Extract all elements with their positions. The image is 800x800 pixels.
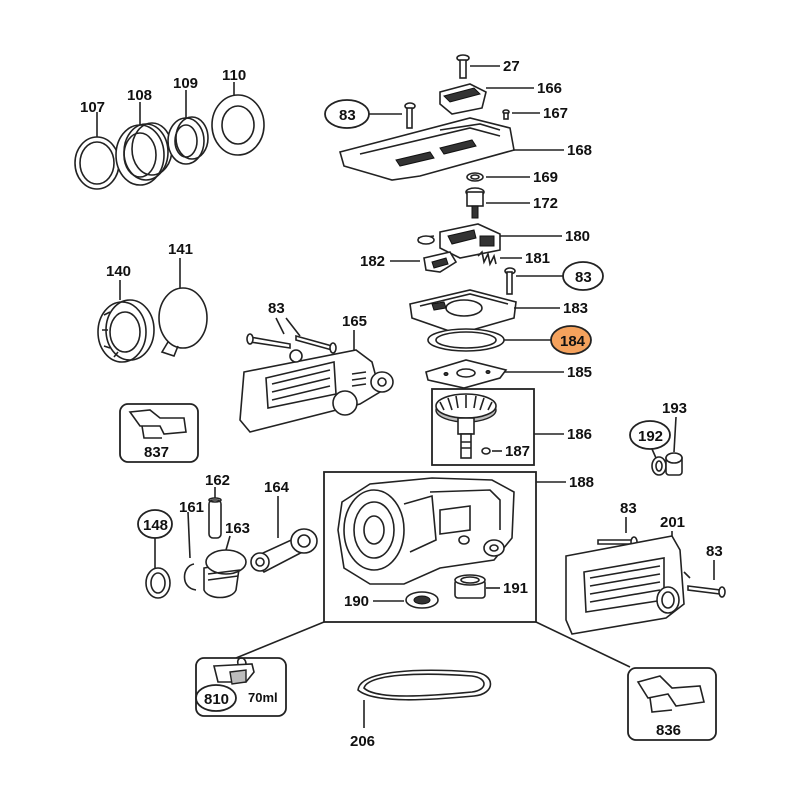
part-83-screw-top[interactable]: [404, 102, 416, 129]
label-190: 190: [344, 593, 369, 610]
part-201-side-cover[interactable]: [565, 535, 691, 635]
part-108-spring-pack[interactable]: [115, 122, 173, 186]
label-187: 187: [505, 443, 530, 460]
part-169-o-ring[interactable]: [466, 172, 484, 182]
part-190-seal[interactable]: [405, 591, 439, 609]
part-182-lever[interactable]: [423, 251, 458, 273]
callout-83-mid[interactable]: [562, 261, 604, 291]
label-169: 169: [533, 169, 558, 186]
label-188: 188: [569, 474, 594, 491]
part-162-piston-pin[interactable]: [208, 497, 222, 539]
part-181-spring[interactable]: [477, 250, 497, 267]
callout-184-highlighted[interactable]: [550, 325, 592, 355]
label-110: 110: [222, 67, 246, 84]
label-164: 164: [264, 479, 290, 496]
label-148: 148: [143, 517, 168, 534]
part-193-plug[interactable]: [665, 452, 683, 476]
part-167-small-screw[interactable]: [502, 109, 510, 120]
part-836-kit-box[interactable]: 836: [627, 667, 717, 741]
part-188-crankcase[interactable]: [337, 477, 515, 585]
label-193: 193: [662, 400, 687, 417]
label-181: 181: [525, 250, 550, 267]
label-83-right-lower: 83: [706, 543, 723, 560]
label-83-left: 83: [268, 300, 285, 317]
label-83-mid: 83: [575, 269, 592, 286]
label-810: 810: [204, 691, 229, 708]
label-206: 206: [350, 733, 375, 750]
part-148-seal[interactable]: [145, 567, 171, 599]
label-107: 107: [80, 99, 105, 116]
part-83-screw-right[interactable]: [504, 267, 516, 295]
part-183-cylinder-head[interactable]: [409, 289, 517, 335]
part-184-gasket[interactable]: [427, 328, 505, 352]
label-141: 141: [168, 241, 193, 258]
callout-192[interactable]: [629, 420, 671, 450]
part-186-gear[interactable]: [435, 393, 497, 459]
label-192: 192: [638, 428, 663, 445]
label-167: 167: [543, 105, 568, 122]
label-836: 836: [656, 722, 681, 739]
part-110-washer[interactable]: [211, 94, 265, 156]
label-185: 185: [567, 364, 592, 381]
label-168: 168: [567, 142, 592, 159]
part-206-belt[interactable]: [357, 669, 492, 701]
part-172-valve[interactable]: [465, 187, 485, 219]
part-161-circlip[interactable]: [183, 563, 197, 591]
part-192-washer[interactable]: [651, 456, 667, 476]
part-185-valve-plate[interactable]: [425, 359, 508, 389]
part-165-side-cover[interactable]: [239, 349, 394, 433]
part-83-screw-right-lower[interactable]: [687, 585, 726, 598]
label-837: 837: [144, 444, 169, 461]
label-83-top: 83: [339, 107, 356, 124]
part-164-connecting-rod[interactable]: [250, 528, 318, 574]
part-180-valve-housing[interactable]: [417, 223, 501, 259]
label-163: 163: [225, 520, 250, 537]
label-186: 186: [567, 426, 592, 443]
part-140-needle-bearing[interactable]: [97, 299, 155, 363]
label-109: 109: [173, 75, 198, 92]
part-187-key[interactable]: [481, 447, 491, 455]
part-27-screw[interactable]: [456, 54, 470, 79]
label-166: 166: [537, 80, 562, 97]
label-201: 201: [660, 514, 685, 531]
label-183: 183: [563, 300, 588, 317]
part-837-kit-box[interactable]: 837: [119, 403, 199, 463]
part-191-bearing[interactable]: [454, 574, 486, 599]
label-165: 165: [342, 313, 367, 330]
label-162: 162: [205, 472, 230, 489]
label-182: 182: [360, 253, 385, 270]
label-140: 140: [106, 263, 131, 280]
callout-810[interactable]: [195, 684, 237, 712]
part-163-piston[interactable]: [203, 549, 247, 599]
label-108: 108: [127, 87, 152, 104]
label-172: 172: [533, 195, 558, 212]
part-141-retaining-clip[interactable]: [158, 287, 208, 357]
label-191: 191: [503, 580, 528, 597]
part-168-top-cover[interactable]: [339, 117, 515, 181]
label-180: 180: [565, 228, 590, 245]
lubricant-volume: 70ml: [248, 690, 278, 705]
label-184: 184: [560, 333, 586, 350]
part-83-screws-left[interactable]: [246, 333, 337, 354]
label-27: 27: [503, 58, 520, 75]
part-810-lubricant-kit[interactable]: 810 70ml: [195, 657, 287, 717]
part-109-spring-pack[interactable]: [167, 116, 209, 165]
label-83-right-upper: 83: [620, 500, 637, 517]
label-161: 161: [179, 499, 204, 516]
part-188-crankcase-box[interactable]: [323, 471, 537, 623]
part-166-cap[interactable]: [439, 83, 487, 115]
part-186-gear-assembly-box[interactable]: [431, 388, 535, 466]
part-107-ring[interactable]: [74, 136, 120, 190]
